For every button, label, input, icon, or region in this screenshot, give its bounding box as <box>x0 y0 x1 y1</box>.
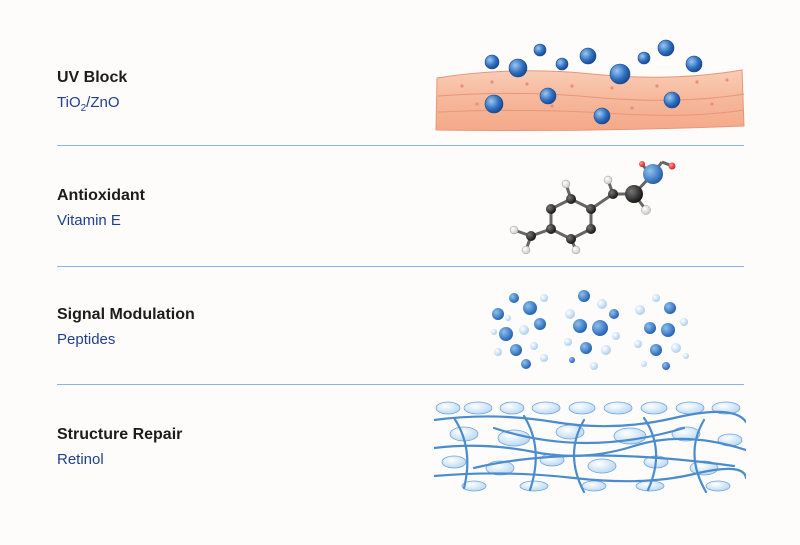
row-signal-modulation: Signal Modulation Peptides <box>0 305 800 425</box>
row-title: Signal Modulation <box>57 306 195 323</box>
subtitle-part: /ZnO <box>86 94 120 111</box>
subtitle-part: TiO <box>57 94 81 111</box>
subscript: 2 <box>80 103 87 114</box>
row-subtitle: Vitamin E <box>57 212 121 229</box>
molecule-model-icon <box>509 160 676 254</box>
row-uv-block: UV Block TiO2/ZnO <box>0 68 800 188</box>
collagen-fiber-network-icon <box>434 401 746 494</box>
row-subtitle: Retinol <box>57 451 104 468</box>
row-subtitle: Peptides <box>57 331 116 348</box>
row-title: Structure Repair <box>57 426 183 443</box>
divider <box>57 266 744 267</box>
row-text: Structure Repair Retinol <box>57 425 182 469</box>
row-text: UV Block TiO2/ZnO <box>57 68 127 118</box>
row-text: Antioxidant Vitamin E <box>57 186 145 230</box>
row-title: UV Block <box>57 69 128 86</box>
peptide-clusters-icon <box>491 290 689 370</box>
skin-layer-nanoparticles-icon <box>435 39 745 131</box>
divider <box>57 384 744 385</box>
row-title: Antioxidant <box>57 187 145 204</box>
row-antioxidant: Antioxidant Vitamin E <box>0 186 800 306</box>
divider <box>57 145 744 146</box>
row-structure-repair: Structure Repair Retinol <box>0 425 800 545</box>
row-text: Signal Modulation Peptides <box>57 305 195 349</box>
row-subtitle: TiO2/ZnO <box>57 94 127 118</box>
